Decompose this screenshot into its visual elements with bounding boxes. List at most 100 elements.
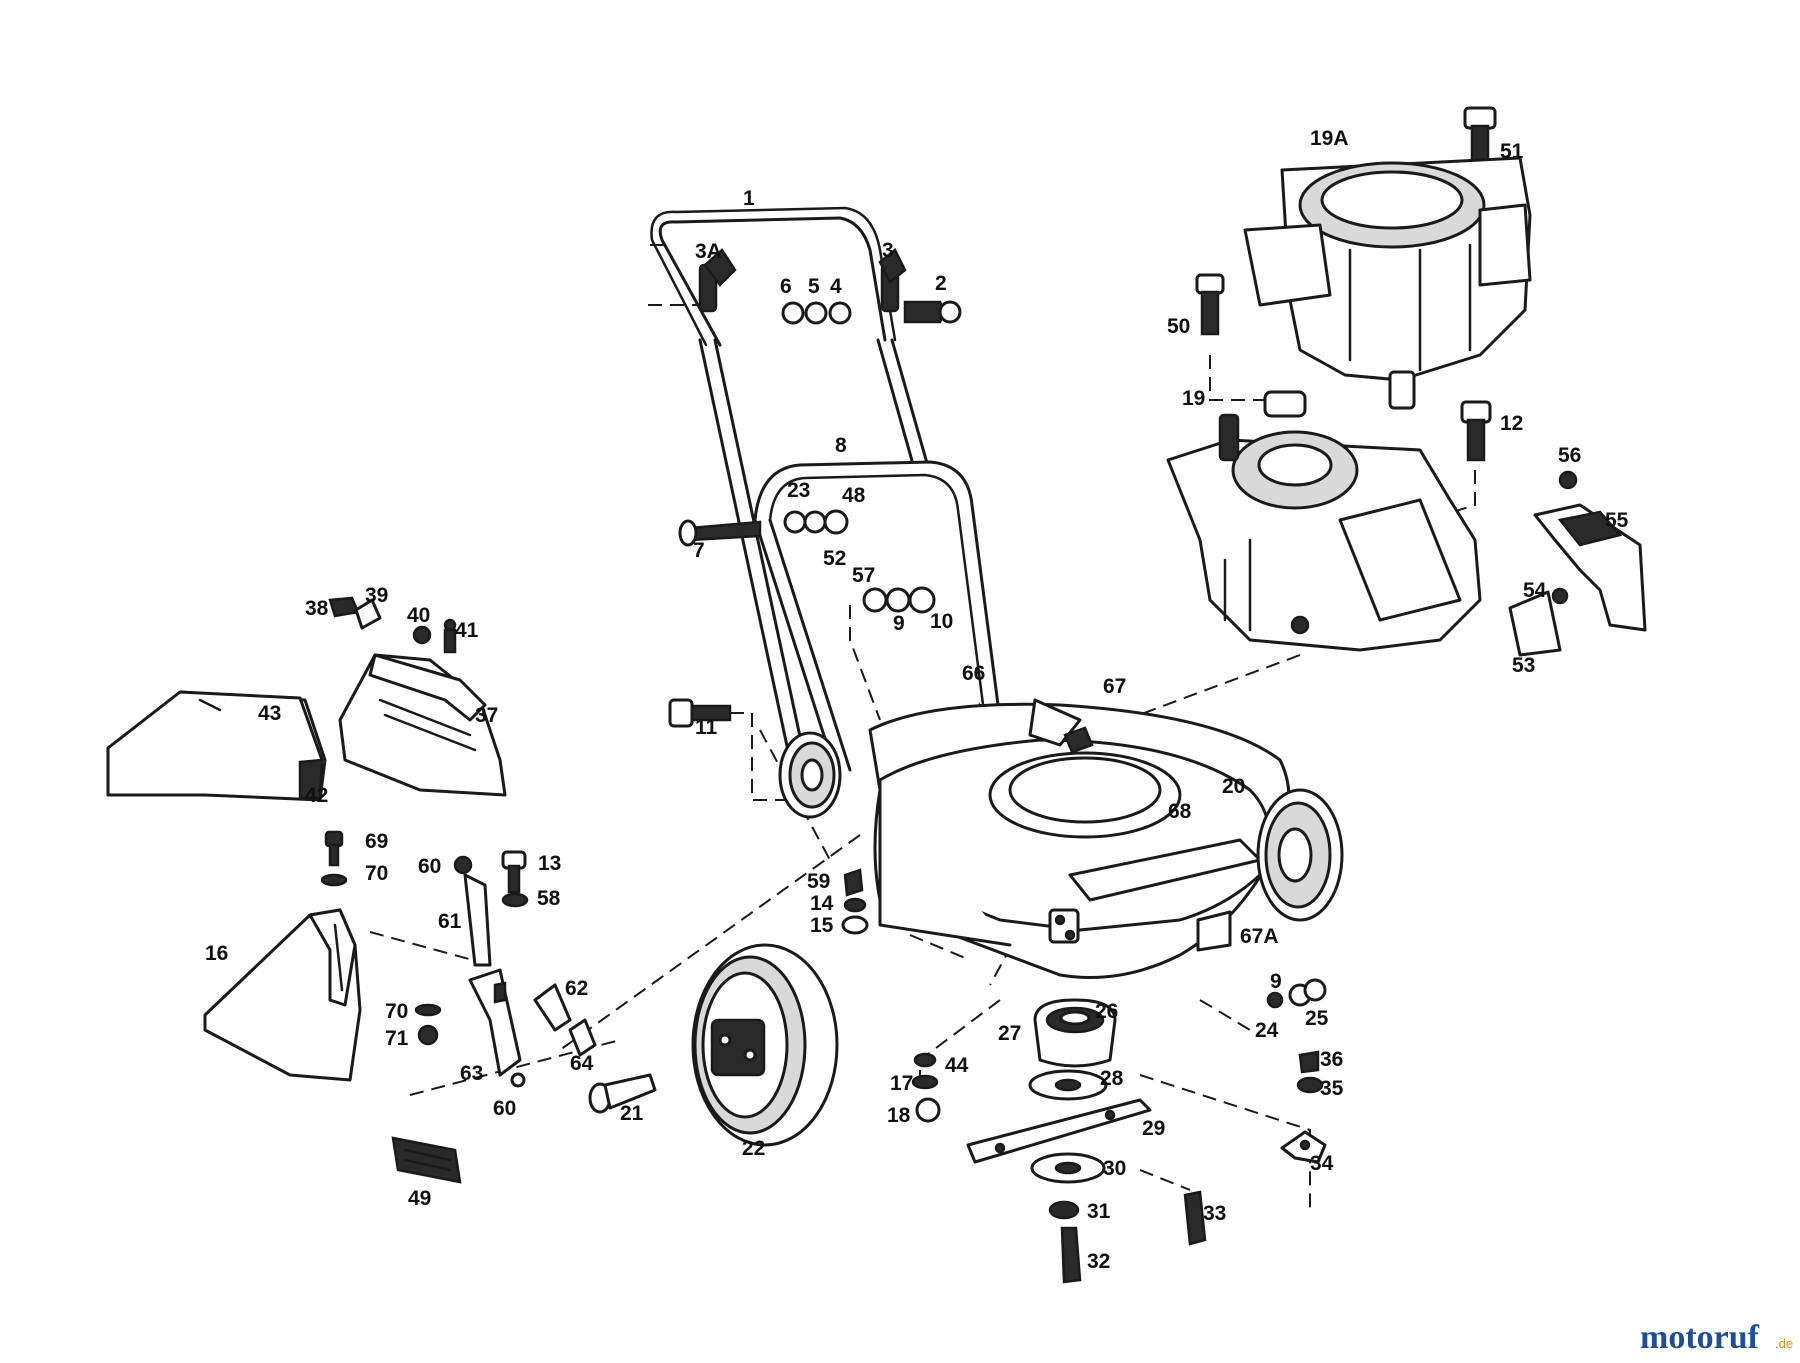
part-label: 3A: [695, 240, 722, 263]
part-label: 6: [780, 275, 792, 298]
part-label: 68: [1168, 800, 1192, 823]
part-label: 31: [1087, 1200, 1111, 1223]
part-label: 11: [695, 716, 718, 739]
part-label: 9: [893, 612, 905, 635]
part-label: 4: [830, 275, 842, 298]
part-label: 48: [842, 484, 866, 507]
part-label: 40: [407, 604, 430, 627]
grass-deflector-16: [203, 908, 362, 1082]
bolt-11: [668, 698, 790, 801]
rear-wheel-left: [778, 731, 842, 819]
watermark-logo: motoruf .de: [1640, 1319, 1793, 1356]
part-label: 59: [807, 870, 830, 893]
part-label: 58: [537, 887, 561, 910]
axle-bolt-21: [588, 1073, 657, 1114]
hinge-assembly: [453, 855, 597, 1088]
part-label: 57: [852, 564, 875, 587]
part-label: 42: [305, 784, 328, 807]
fasteners-44-17-18: [911, 1052, 941, 1123]
washers-57-9-10: [849, 586, 936, 721]
part-label: 49: [408, 1187, 431, 1210]
part-label: 53: [1512, 654, 1535, 677]
part-label: 62: [565, 977, 588, 1000]
part-label: 69: [365, 830, 388, 853]
lower-handle-bolt: [678, 509, 849, 547]
bolt-13: [501, 850, 529, 908]
mower-deck: [868, 698, 1291, 979]
part-label: 60: [418, 855, 441, 878]
part-label: 14: [810, 892, 834, 915]
part-label: 37: [475, 704, 498, 727]
part-label: 41: [455, 619, 479, 642]
part-label: 26: [1095, 1000, 1118, 1023]
blade-assembly: [966, 998, 1152, 1284]
part-label: 13: [538, 852, 561, 875]
part-label: 67A: [1240, 925, 1279, 948]
part-label: 9: [1270, 970, 1282, 993]
part-label: 19A: [1310, 127, 1349, 150]
part-label: 54: [1523, 579, 1547, 602]
part-label: 35: [1320, 1077, 1344, 1100]
bracket-34: [1280, 1050, 1327, 1164]
part-label: 55: [1605, 509, 1629, 532]
part-label: 22: [742, 1137, 765, 1160]
handle-bolt-and-washers: [703, 248, 962, 325]
part-label: 1: [743, 187, 755, 210]
part-label: 5: [808, 275, 820, 298]
part-label: 3: [882, 239, 894, 262]
rear-wheel: [1256, 788, 1344, 922]
part-label: 64: [570, 1052, 594, 1075]
part-labels: 1 2 3 3A 4 5 6 7 8 9 9 10 11 12 13 14 15…: [205, 127, 1629, 1273]
flap-cover-37: [338, 653, 507, 797]
part-label: 71: [385, 1027, 409, 1050]
part-label: 70: [365, 862, 388, 885]
part-label: 38: [305, 597, 329, 620]
part-label: 29: [1142, 1117, 1165, 1140]
part-label: 66: [962, 662, 985, 685]
washers-24-25-9: [1266, 978, 1327, 1009]
engine-bolts: [1195, 106, 1497, 462]
bracket-55: [1508, 470, 1647, 657]
part-label: 32: [1087, 1250, 1110, 1273]
front-wheel: [691, 943, 839, 1147]
part-label: 67: [1103, 675, 1126, 698]
part-label: 8: [835, 434, 847, 457]
screws-38-41: [328, 596, 457, 654]
washers-59-14-15: [841, 868, 869, 935]
watermark-tld: .de: [1775, 1336, 1793, 1351]
part-label: 56: [1558, 444, 1581, 467]
engine-19: [1166, 390, 1482, 652]
part-label: 25: [1305, 1007, 1329, 1030]
part-label: 52: [823, 547, 846, 570]
part-label: 24: [1255, 1019, 1279, 1042]
grille-49: [391, 1136, 462, 1184]
part-label: 7: [693, 539, 705, 562]
part-label: 30: [1103, 1157, 1126, 1180]
part-label: 2: [935, 272, 947, 295]
part-label: 28: [1100, 1067, 1124, 1090]
part-label: 16: [205, 942, 228, 965]
part-label: 20: [1222, 775, 1245, 798]
part-label: 44: [945, 1054, 969, 1077]
fasteners-69-70-71: [320, 830, 442, 1046]
part-label: 21: [620, 1102, 644, 1125]
part-label: 43: [258, 702, 281, 725]
part-label: 39: [365, 584, 388, 607]
part-label: 34: [1310, 1152, 1334, 1175]
part-label: 36: [1320, 1048, 1343, 1071]
part-label: 60: [493, 1097, 516, 1120]
part-label: 10: [930, 610, 953, 633]
part-label: 50: [1167, 315, 1190, 338]
part-label: 61: [438, 910, 462, 933]
part-label: 33: [1203, 1202, 1226, 1225]
part-label: 19: [1182, 387, 1205, 410]
part-label: 23: [787, 479, 810, 502]
part-label: 27: [998, 1022, 1021, 1045]
rear-flap-43: [106, 690, 327, 802]
part-label: 12: [1500, 412, 1523, 435]
part-label: 15: [810, 914, 834, 937]
engine-19A: [1243, 156, 1532, 410]
part-label: 17: [890, 1072, 913, 1095]
part-label: 63: [460, 1062, 483, 1085]
